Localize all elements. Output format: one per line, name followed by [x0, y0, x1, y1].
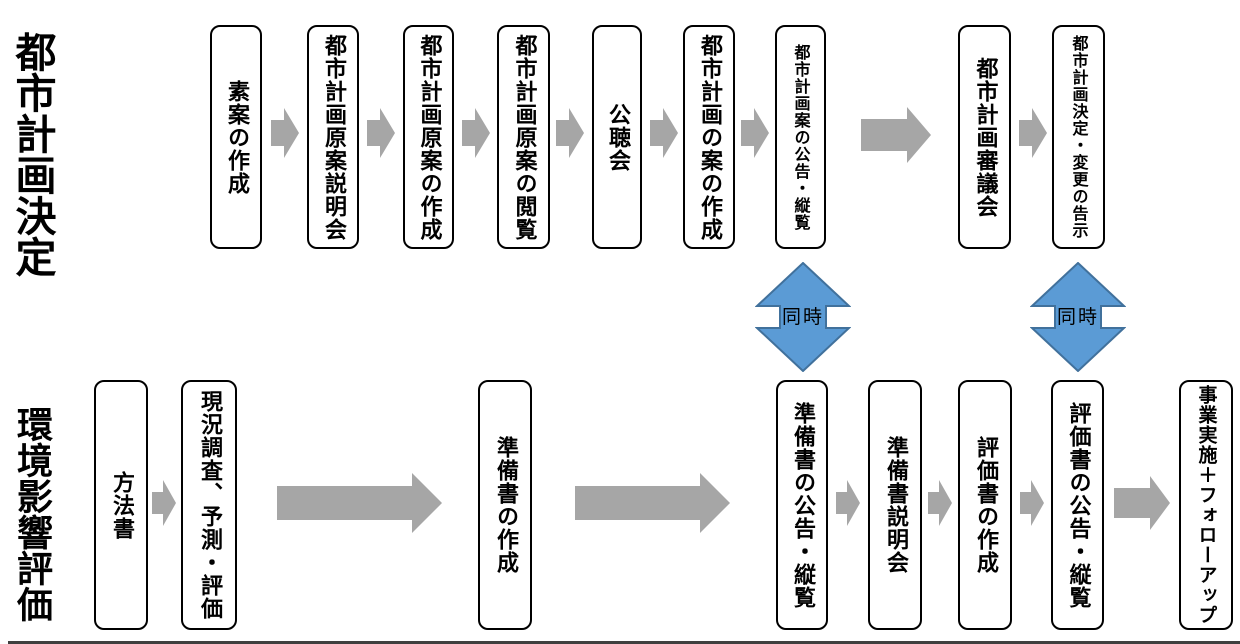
updown-arrow-icon — [755, 262, 851, 372]
box-draft-eis-preparation: 準備書の作成 — [478, 380, 532, 630]
box-label: 都市計画原案の作成 — [416, 33, 442, 241]
box-label: 現況調査、予測・評価 — [197, 390, 222, 620]
box-urban-plan-proposal-preparation: 都市計画の案の作成 — [683, 25, 735, 249]
box-label: 都市計画原案説明会 — [321, 33, 346, 241]
flow-arrow-icon — [271, 108, 299, 158]
flow-arrow-icon — [556, 108, 584, 158]
updown-arrow-icon — [1030, 262, 1126, 372]
box-eis-notice-inspection: 評価書の公告・縦覧 — [1051, 380, 1104, 630]
box-urban-plan-proposal-notice-inspection: 都市計画案の公告・縦覧 — [775, 25, 826, 249]
simultaneous-marker: 同時 — [1030, 262, 1126, 372]
box-urban-plan-draft-inspection: 都市計画原案の閲覧 — [497, 25, 550, 249]
box-label: 素案の作成 — [224, 79, 249, 195]
flow-arrow-icon — [1114, 476, 1170, 530]
flow-arrow-icon — [928, 480, 952, 526]
flow-arrow-icon — [861, 107, 931, 163]
box-survey-prediction-evaluation: 現況調査、予測・評価 — [181, 380, 237, 630]
lane-title-environmental-impact-assessment: 環境影響評価 — [11, 406, 52, 622]
simultaneous-label: 同時 — [781, 306, 824, 328]
simultaneous-marker: 同時 — [755, 262, 851, 372]
flow-arrow-icon — [650, 108, 678, 158]
box-label: 評価書の公告・縦覧 — [1065, 401, 1091, 609]
box-label: 準備書の公告・縦覧 — [790, 401, 815, 609]
flow-arrow-icon — [741, 108, 769, 158]
box-label: 公聴会 — [605, 102, 630, 172]
box-public-hearing: 公聴会 — [592, 25, 642, 249]
box-label: 都市計画の案の作成 — [697, 33, 722, 241]
box-label: 準備書の作成 — [493, 436, 518, 574]
box-label: 事業実施＋フォローアップ — [1195, 385, 1218, 625]
box-label: 都市計画決定・変更の告示 — [1069, 35, 1089, 239]
box-label: 都市計画審議会 — [972, 56, 998, 218]
box-label: 評価書の作成 — [973, 436, 998, 574]
box-label: 都市計画案の公告・縦覧 — [791, 43, 811, 231]
flow-arrow-icon — [1020, 480, 1044, 526]
flow-arrow-icon — [836, 480, 860, 526]
box-urban-plan-draft-briefing: 都市計画原案説明会 — [307, 25, 359, 249]
box-draft-eis-briefing: 準備書説明会 — [868, 380, 922, 630]
flow-arrow-icon — [277, 473, 442, 533]
box-urban-plan-decision-change-notice: 都市計画決定・変更の告示 — [1052, 25, 1105, 249]
box-draft-eis-notice-inspection: 準備書の公告・縦覧 — [776, 380, 828, 630]
flow-arrow-icon — [1019, 108, 1047, 158]
box-scoping-document: 方法書 — [94, 380, 148, 630]
box-label: 方法書 — [109, 470, 134, 540]
box-urban-planning-council: 都市計画審議会 — [958, 25, 1011, 249]
box-eis-preparation: 評価書の作成 — [958, 380, 1012, 630]
flow-arrow-icon — [152, 480, 176, 526]
box-project-implementation-followup: 事業実施＋フォローアップ — [1179, 380, 1233, 630]
box-draft-creation: 素案の作成 — [210, 25, 262, 249]
box-label: 準備書説明会 — [883, 436, 908, 574]
flow-arrow-icon — [367, 108, 395, 158]
simultaneous-label: 同時 — [1056, 306, 1099, 328]
bottom-border-line — [8, 641, 1240, 644]
box-label: 都市計画原案の閲覧 — [511, 33, 537, 241]
box-urban-plan-draft-preparation: 都市計画原案の作成 — [403, 25, 454, 249]
flow-arrow-icon — [462, 108, 490, 158]
flow-arrow-icon — [575, 473, 730, 533]
lane-title-urban-planning-decision: 都市計画決定 — [8, 31, 56, 277]
